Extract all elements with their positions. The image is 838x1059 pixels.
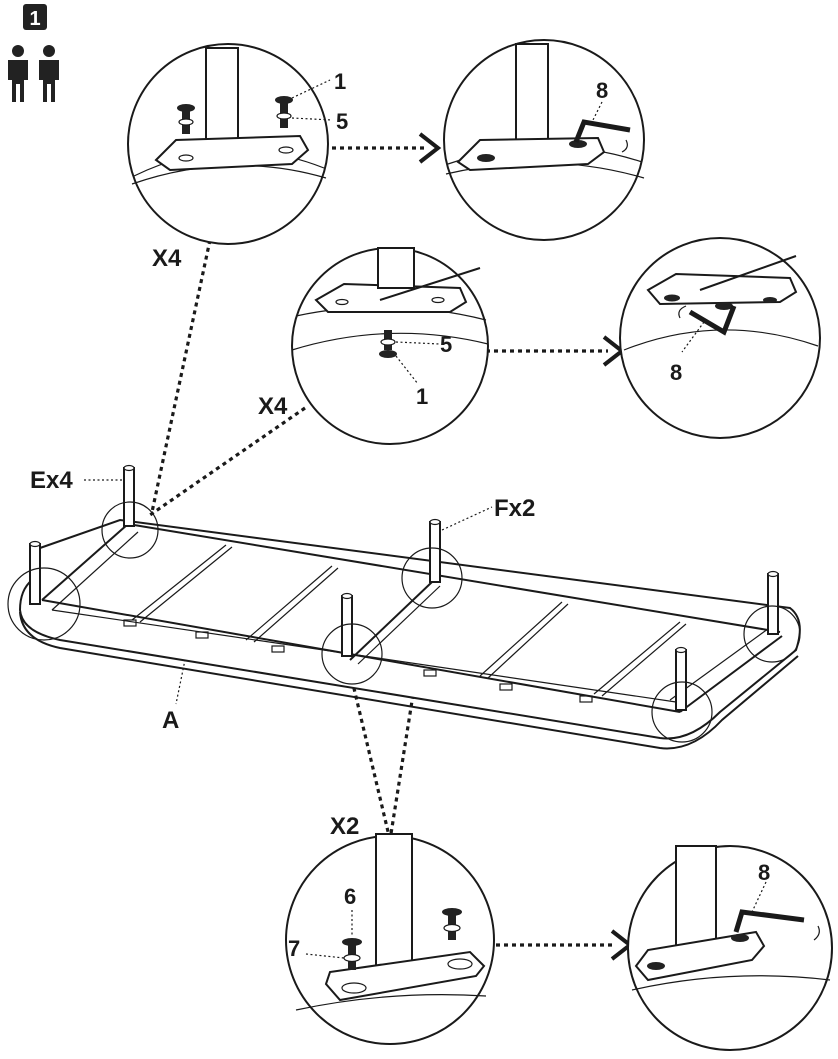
table-leg: [675, 646, 687, 711]
step-number: 1: [29, 8, 40, 30]
detail-circle-top-right: [443, 39, 645, 241]
part-8-label-middle: 8: [670, 360, 682, 385]
detail-circle-bottom-left: [285, 833, 495, 1045]
part-1-label-middle: 1: [416, 384, 428, 409]
part-7-label: 7: [288, 936, 300, 961]
part-e-label: Ex4: [30, 467, 73, 494]
step-badge: 1: [23, 4, 47, 30]
part-8-label-bottom: 8: [758, 860, 770, 885]
table-leg: [123, 464, 135, 527]
table-leg: [29, 540, 41, 605]
detail-circle-bottom-right: [627, 845, 833, 1051]
arrow-bottom: [496, 929, 634, 961]
quantity-label-x4-middle: X4: [258, 393, 288, 420]
part-5-label-top: 5: [336, 109, 348, 134]
detail-circle-middle-right: [619, 237, 821, 439]
quantity-label-x2: X2: [330, 813, 359, 840]
table-frame: [7, 464, 801, 750]
arrow-middle: [486, 335, 626, 367]
quantity-label-x4-top: X4: [152, 245, 182, 272]
part-a-label: A: [162, 707, 179, 734]
part-f-label: Fx2: [494, 495, 535, 522]
table-leg: [429, 518, 441, 583]
part-6-label: 6: [344, 884, 356, 909]
table-leg: [767, 570, 779, 635]
part-8-label-top: 8: [596, 78, 608, 103]
detail-circle-middle-left: [291, 247, 489, 445]
two-people-icon: [8, 45, 59, 102]
part-1-label-top: 1: [334, 69, 346, 94]
part-5-label-middle: 5: [440, 332, 452, 357]
detail-circle-top-left: [127, 43, 333, 245]
arrow-top: [332, 132, 442, 164]
